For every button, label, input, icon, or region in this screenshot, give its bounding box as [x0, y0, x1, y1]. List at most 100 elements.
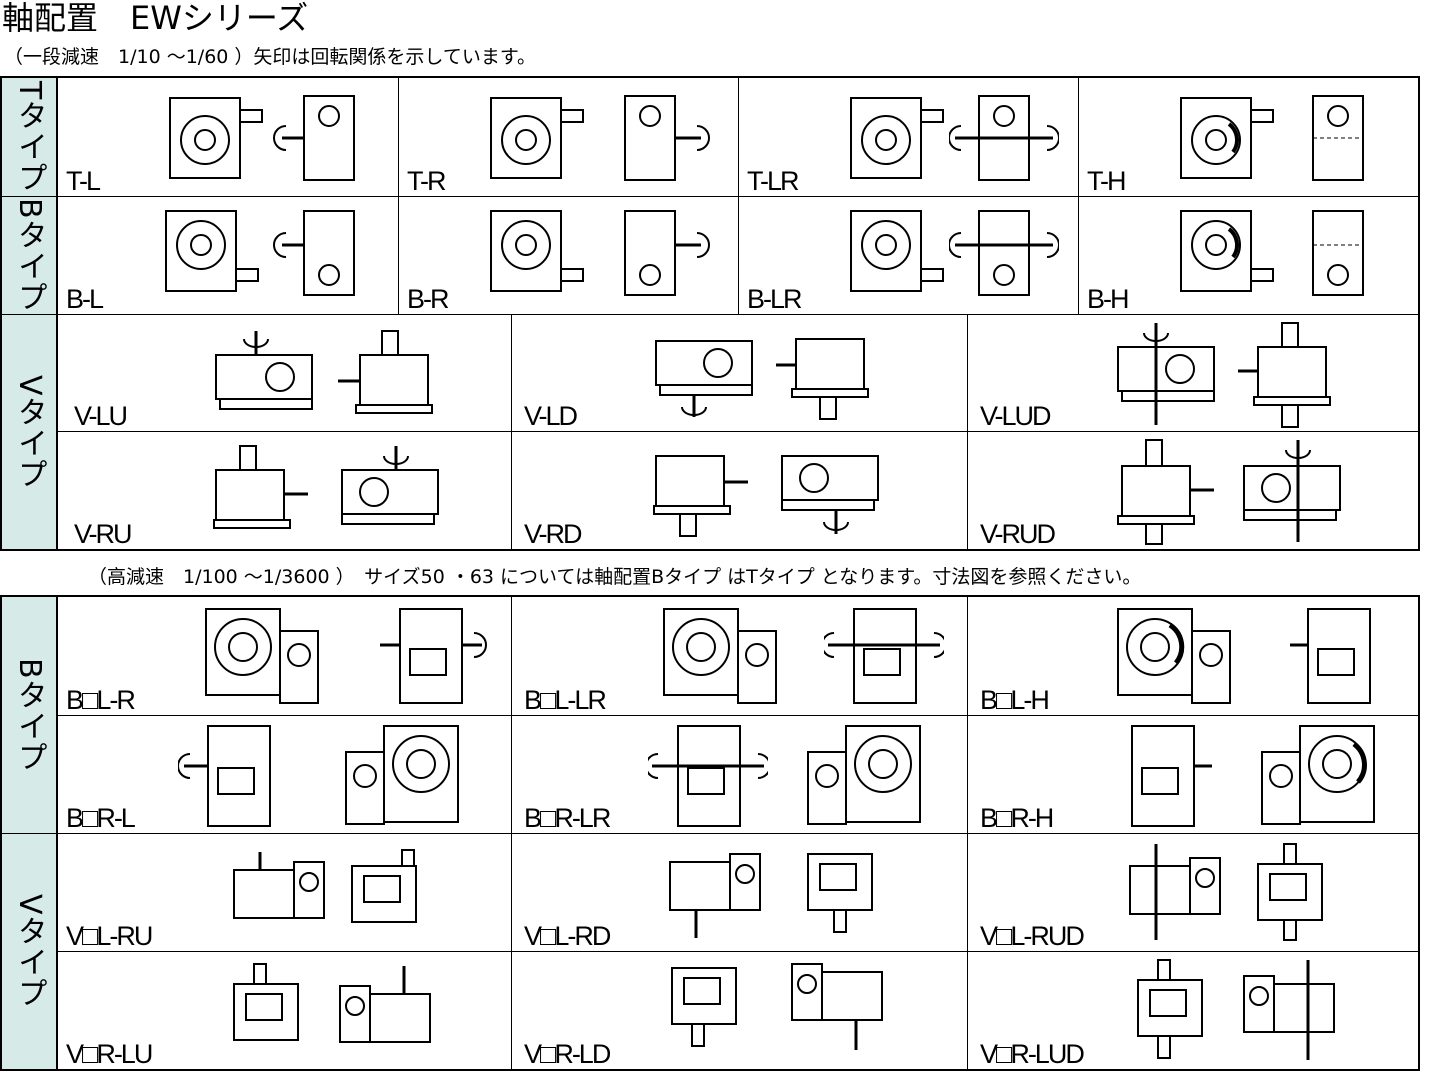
cell-v-lu: V-LU: [58, 315, 512, 432]
config-label: B-H: [1087, 284, 1129, 314]
gear-motor-front-icon: [1137, 959, 1203, 1059]
config-label: B-LR: [747, 284, 802, 314]
gear-front-icon: [169, 97, 263, 179]
config-label: V-RD: [524, 519, 582, 549]
gear-side-icon: [1312, 95, 1364, 181]
gear-front-icon: [1180, 210, 1274, 292]
cell-b-lr: B-LR: [739, 197, 1079, 315]
gear-motor-side-icon: [339, 966, 431, 1043]
table-single-reduction: Tタイプ Bタイプ Vタイプ T-L T-R T-LR T-H B-L B-R …: [0, 76, 1420, 551]
gear-front-icon: [1243, 440, 1341, 542]
gear-motor-front-icon: [807, 853, 873, 933]
gear-front-icon: [655, 340, 753, 417]
page-title: 軸配置 EWシリーズ: [2, 0, 309, 37]
gear-side-icon: [624, 210, 710, 296]
header-v-type: Vタイプ: [2, 315, 58, 549]
cell-t-r: T-R: [399, 78, 739, 197]
config-label: V□R-LUD: [980, 1039, 1085, 1069]
gear-front-icon: [490, 210, 584, 292]
gear-motor-front-icon: [1261, 725, 1375, 825]
gear-motor-side-icon: [380, 608, 487, 704]
gear-motor-front-icon: [205, 608, 319, 704]
gear-motor-side-icon: [178, 725, 271, 827]
gear-motor-side-icon: [1243, 960, 1335, 1060]
gear-side-icon: [1238, 322, 1331, 428]
config-label: V□R-LD: [524, 1039, 611, 1069]
gear-motor-side-icon: [824, 608, 944, 704]
gear-front-icon: [215, 331, 313, 410]
gear-front-icon: [781, 455, 879, 534]
gear-side-icon: [1312, 210, 1364, 296]
cell-b-l: B-L: [58, 197, 399, 315]
table-high-reduction: Bタイプ Vタイプ B□L-R B□L-LR B□L-H B□R-L B□R-L…: [0, 595, 1420, 1071]
gear-motor-front-icon: [671, 967, 737, 1047]
gear-motor-side-icon: [648, 725, 768, 827]
config-label: V□L-RD: [524, 921, 611, 951]
cell-t-lr: T-LR: [739, 78, 1079, 197]
gear-motor-side-icon: [669, 853, 761, 938]
gear-motor-front-icon: [807, 725, 921, 825]
config-label: V□R-LU: [66, 1039, 153, 1069]
cell-b-r: B-R: [399, 197, 739, 315]
config-label: V-LD: [524, 401, 578, 431]
subtitle-single-reduction: （一段減速 1/10 ～1/60 ）矢印は回転関係を示しています。: [4, 46, 536, 68]
config-label: T-R: [407, 166, 446, 196]
gear-side-icon: [273, 210, 355, 296]
gear-side-icon: [213, 445, 308, 529]
gear-front-icon: [165, 210, 259, 292]
gear-side-icon: [949, 210, 1059, 296]
config-label: B□L-R: [66, 685, 136, 715]
cell-b-l-lr: B□L-LR: [512, 597, 968, 716]
gear-motor-side-icon: [791, 963, 883, 1050]
gear-motor-front-icon: [1257, 843, 1323, 941]
config-label: B□R-LR: [524, 803, 611, 833]
config-label: B-L: [66, 284, 104, 314]
cell-v-l-rud: V□L-RUD: [968, 834, 1418, 952]
cell-v-rud: V-RUD: [968, 432, 1418, 549]
cell-v-l-rd: V□L-RD: [512, 834, 968, 952]
config-label: T-L: [66, 166, 101, 196]
gear-side-icon: [338, 330, 433, 414]
cell-t-h: T-H: [1079, 78, 1418, 197]
gear-motor-front-icon: [351, 849, 417, 923]
gear-side-icon: [949, 95, 1059, 181]
header-b-type-high: Bタイプ: [2, 597, 58, 834]
gear-motor-side-icon: [1131, 725, 1212, 827]
cell-t-l: T-L: [58, 78, 399, 197]
cell-b-l-r: B□L-R: [58, 597, 512, 716]
gear-side-icon: [624, 95, 710, 181]
gear-motor-side-icon: [1129, 844, 1221, 940]
config-label: B□R-L: [66, 803, 136, 833]
cell-v-ru: V-RU: [58, 432, 512, 549]
header-v-type-high: Vタイプ: [2, 834, 58, 1069]
subtitle-high-reduction: （高減速 1/100 ～1/3600 ） サイズ50 ・63 については軸配置B…: [88, 566, 1142, 588]
config-label: B-R: [407, 284, 449, 314]
gear-motor-front-icon: [345, 725, 459, 825]
cell-v-r-lu: V□R-LU: [58, 952, 512, 1069]
cell-b-h: B-H: [1079, 197, 1418, 315]
gear-front-icon: [850, 210, 944, 292]
cell-v-r-ld: V□R-LD: [512, 952, 968, 1069]
gear-motor-side-icon: [1290, 608, 1371, 704]
cell-b-r-lr: B□R-LR: [512, 716, 968, 834]
gear-motor-front-icon: [233, 963, 299, 1041]
gear-motor-side-icon: [233, 852, 325, 919]
header-t-type: Tタイプ: [2, 78, 58, 197]
gear-side-icon: [1117, 439, 1214, 545]
gear-side-icon: [273, 95, 355, 181]
gear-front-icon: [1117, 323, 1215, 425]
config-label: B□R-H: [980, 803, 1054, 833]
config-label: B□L-LR: [524, 685, 607, 715]
config-label: V-RU: [74, 519, 132, 549]
cell-b-l-h: B□L-H: [968, 597, 1418, 716]
cell-b-r-h: B□R-H: [968, 716, 1418, 834]
config-label: V□L-RU: [66, 921, 153, 951]
config-label: B□L-H: [980, 685, 1050, 715]
cell-v-lud: V-LUD: [968, 315, 1418, 432]
gear-front-icon: [1180, 97, 1274, 179]
config-label: T-LR: [747, 166, 799, 196]
config-label: T-H: [1087, 166, 1126, 196]
cell-v-l-ru: V□L-RU: [58, 834, 512, 952]
gear-side-icon: [776, 338, 869, 420]
gear-front-icon: [850, 97, 944, 179]
